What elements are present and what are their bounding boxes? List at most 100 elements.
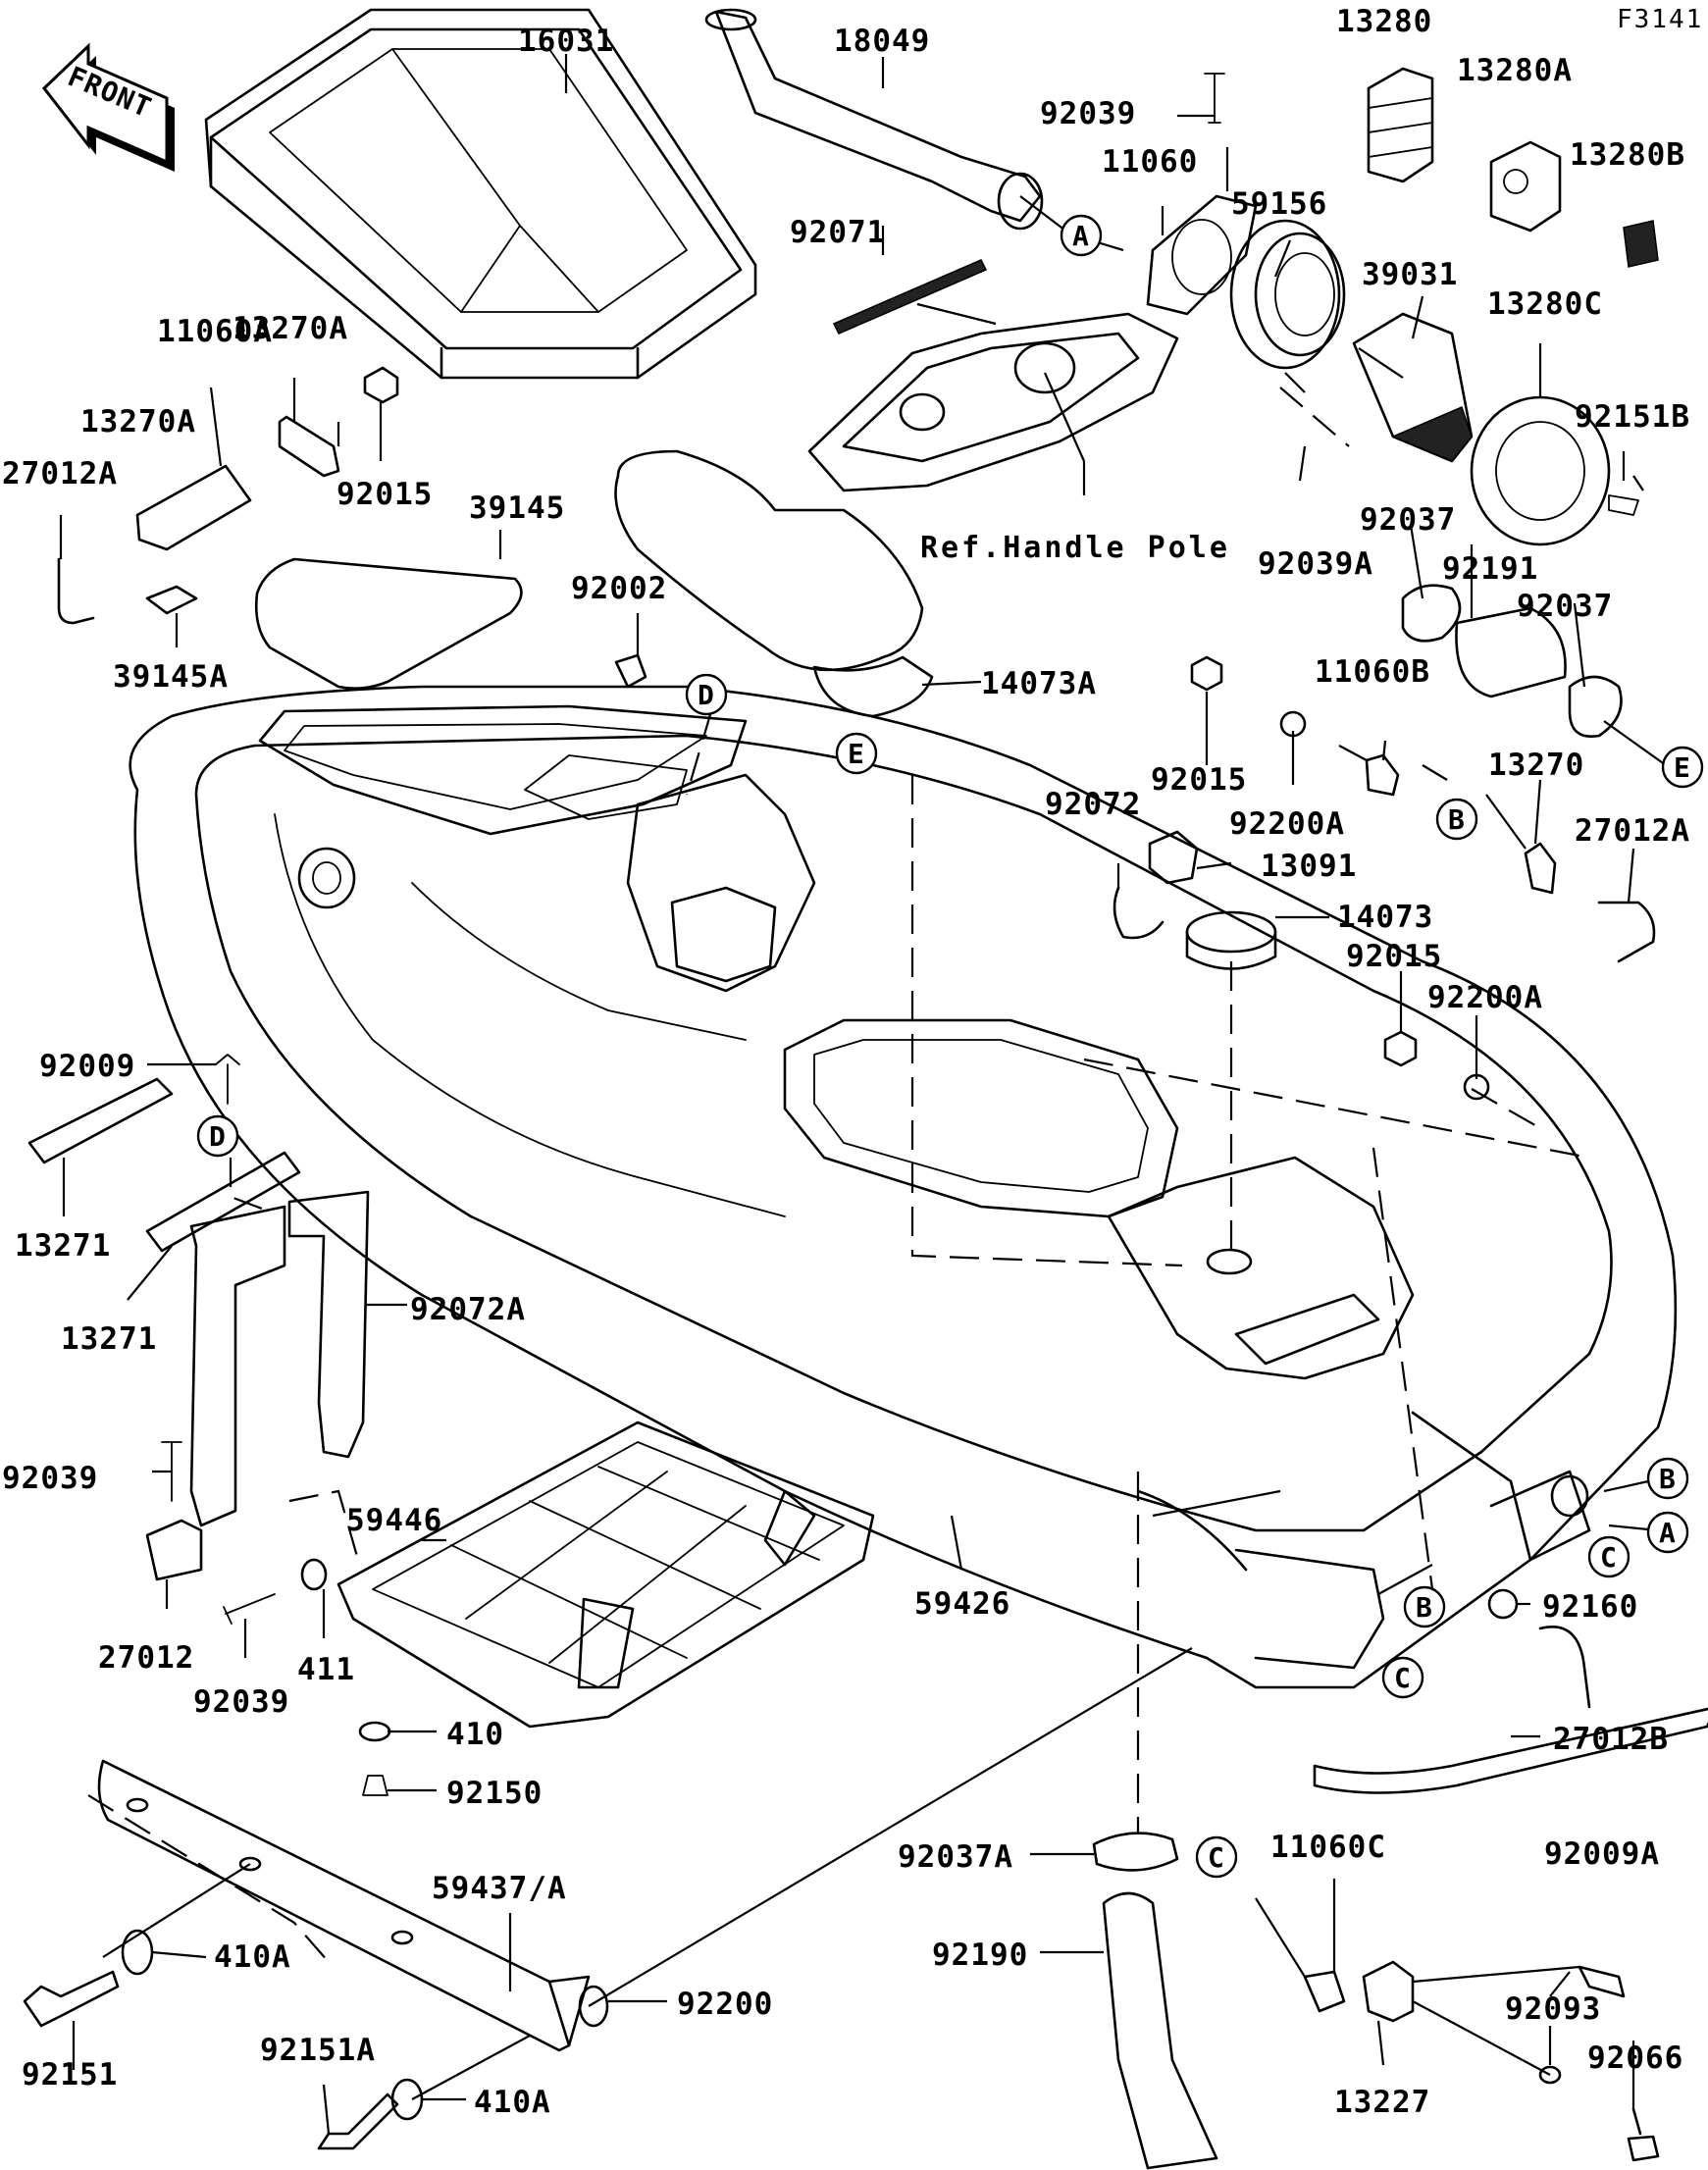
label-27012A-right: 27012A [1575,813,1690,849]
callout-a-right: A [1646,1511,1689,1554]
svg-text:E: E [848,738,864,770]
svg-text:B: B [1448,803,1465,836]
label-92037-upper: 92037 [1360,502,1456,538]
washer-92160 [1487,1588,1519,1620]
bolt-92066 [1627,2107,1660,2162]
label-59156: 59156 [1231,186,1327,222]
label-13280A: 13280A [1457,53,1573,88]
label-13091: 13091 [1261,849,1357,884]
label-92072: 92072 [1045,787,1141,822]
label-13270A-lower: 13270A [80,404,196,439]
label-39145: 39145 [469,491,565,526]
callout-b-mid: B [1435,798,1478,841]
pad-39145A [145,585,198,615]
label-13270A-upper: 13270A [233,311,348,346]
label-92093: 92093 [1505,1991,1601,2027]
label-92151B: 92151B [1575,399,1690,435]
pipe-27012B [1313,1626,1708,1794]
label-92039-left: 92039 [2,1461,98,1496]
label-92015-upper: 92015 [336,477,433,512]
tube-92191 [1455,606,1567,698]
label-11060B: 11060B [1315,654,1430,690]
label-13280C: 13280C [1487,286,1603,322]
callout-b-lower: B [1403,1585,1446,1628]
washer-410 [358,1721,391,1742]
cap-14073 [1185,910,1277,970]
label-92200: 92200 [677,1987,773,2022]
label-16031: 16031 [518,24,614,59]
label-13271-right: 13271 [61,1321,157,1357]
label-18049: 18049 [834,24,930,59]
strap-92072A [189,1190,370,1527]
label-92015-lower: 92015 [1346,939,1442,974]
svg-text:E: E [1674,751,1690,784]
svg-text:C: C [1208,1841,1224,1874]
bolt-92039-top [1204,73,1225,124]
gasket-39145 [255,557,523,690]
label-92009A: 92009A [1544,1836,1660,1872]
label-11060C: 11060C [1270,1830,1386,1865]
label-92200A-upper: 92200A [1229,806,1345,842]
label-11060A: 11060A [157,314,273,349]
leader-lines [59,54,1674,2135]
label-92151A: 92151A [260,2033,376,2068]
callout-a-top: A [1060,214,1103,257]
gasket-11060C [1303,1970,1346,2013]
sponson-59437 [97,1759,591,2052]
clamp-92037-upper [1401,584,1462,643]
bolt-92009 [215,1054,240,1105]
bolt-92151 [23,1970,120,2028]
callout-c-lower: C [1381,1656,1424,1699]
damper-13091 [1148,830,1199,885]
nut-92015-mid [1190,655,1223,692]
screw-92150 [362,1775,388,1796]
seal-92071 [832,259,988,335]
clamp-92037A [1092,1832,1179,1872]
plate-13270 [1524,842,1557,895]
label-14073: 14073 [1337,900,1433,935]
svg-text:B: B [1659,1463,1676,1495]
label-92039-bottom: 92039 [193,1684,289,1720]
plate-13270A-upper [278,415,340,478]
label-27012B: 27012B [1553,1722,1669,1757]
pump-cover [807,312,1179,492]
clip-92072 [1113,886,1165,940]
storage-tray-16031 [204,8,757,380]
nut-92015-upper [363,366,399,404]
washer-411 [300,1558,328,1591]
clamp-13280A [1489,140,1562,232]
washer-92093 [1538,2065,1562,2085]
label-92150: 92150 [446,1776,543,1811]
part-13227 [1362,1960,1415,2023]
label-92190: 92190 [932,1938,1028,1973]
label-92200A-lower: 92200A [1427,980,1543,1015]
washer-410A-upper [121,1929,154,1976]
label-13280B: 13280B [1570,137,1685,173]
label-59437: 59437/A [432,1871,567,1906]
gasket-11060 [1146,194,1258,316]
callout-e-right: E [1661,746,1704,789]
label-39145A: 39145A [113,659,229,695]
label-11060: 11060 [1102,144,1198,180]
label-92071: 92071 [790,215,886,250]
label-92066: 92066 [1587,2041,1683,2076]
svg-text:D: D [209,1120,226,1153]
svg-text:C: C [1394,1662,1411,1694]
label-410A-upper: 410A [214,1939,291,1975]
label-92160: 92160 [1542,1589,1638,1625]
label-13227: 13227 [1334,2085,1430,2120]
cone-39031 [1352,312,1474,463]
screw-92151B [1608,494,1639,516]
grate-59446 [336,1421,875,1729]
clip-27012A-left [57,557,95,625]
plate-13270A-lower [135,464,252,551]
label-13270: 13270 [1488,748,1584,783]
washer-410A-lower [390,2078,424,2121]
duct-14073A [614,449,934,718]
front-arrow-icon: FRONT [41,42,175,172]
part-labels: 16031 18049 92039 13280 13280A 13280B 11… [2,4,1690,2120]
label-59446: 59446 [346,1503,442,1538]
label-92037-lower: 92037 [1517,589,1613,624]
label-92009: 92009 [39,1049,135,1084]
